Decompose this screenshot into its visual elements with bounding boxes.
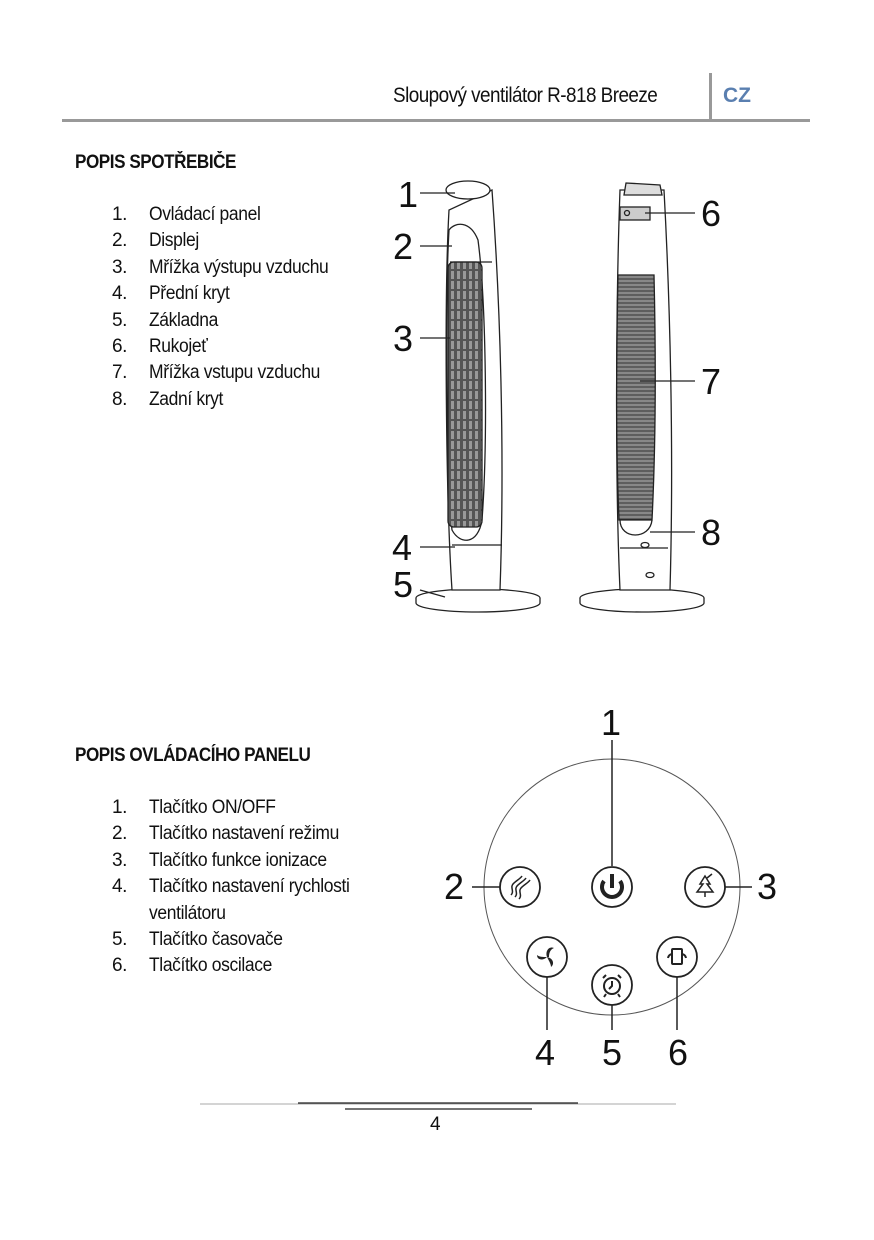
- item-number: 1.: [112, 797, 128, 818]
- oscillation-icon: [667, 948, 687, 965]
- callout-label: 2: [393, 226, 413, 267]
- item-text: Displej: [149, 230, 199, 252]
- item-text: Přední kryt: [149, 283, 230, 305]
- item-number: 4.: [112, 283, 128, 305]
- control-panel-diagram: [472, 740, 752, 1030]
- list-item: 1. Tlačítko ON/OFF: [112, 795, 367, 821]
- header-divider: [709, 73, 712, 120]
- item-text: Tlačítko nastavení rychlosti: [149, 876, 350, 898]
- item-text: Ovládací panel: [149, 204, 261, 225]
- power-button: [591, 866, 633, 908]
- item-number: 6.: [112, 335, 128, 357]
- oscillation-button: [656, 936, 698, 978]
- list-item: 3. Mřížka výstupu vzduchu: [112, 255, 344, 281]
- callout-label: 5: [602, 1032, 622, 1073]
- list-item: 2. Tlačítko nastavení režimu: [112, 821, 367, 847]
- item-text: Tlačítko nastavení režimu: [149, 823, 339, 845]
- language-code: CZ: [723, 84, 751, 107]
- callout-label: 3: [757, 866, 777, 907]
- item-text: Mřížka výstupu vzduchu: [149, 256, 329, 278]
- ionizer-tree-icon: [695, 873, 715, 897]
- appliance-heading: POPIS SPOTŘEBIČE: [75, 152, 236, 173]
- callout-label: 7: [701, 361, 721, 402]
- page-number: 4: [430, 1114, 441, 1135]
- list-item-continuation: ventilátoru: [112, 901, 367, 927]
- fan-front-view: [415, 180, 541, 613]
- item-number: 5.: [112, 928, 128, 950]
- callout-label: 4: [392, 527, 412, 568]
- callout-label: 6: [668, 1032, 688, 1073]
- list-item: 7. Mřížka vstupu vzduchu: [112, 360, 344, 386]
- footer-rules: [200, 1102, 676, 1110]
- item-number: 1.: [112, 204, 128, 225]
- appliance-parts-list: 1. Ovládací panel 2. Displej 3. Mřížka výst…: [112, 202, 344, 413]
- item-text: Tlačítko funkce ionizace: [149, 849, 327, 871]
- item-number: 2.: [112, 823, 128, 845]
- item-text: ventilátoru: [149, 902, 226, 924]
- callout-label: 5: [393, 564, 413, 605]
- list-item: 5. Základna: [112, 308, 344, 334]
- item-text: Mřížka vstupu vzduchu: [149, 362, 321, 384]
- item-text: Tlačítko časovače: [149, 928, 283, 950]
- callout-label: 6: [701, 193, 721, 234]
- item-number: 8.: [112, 388, 128, 410]
- speed-button: [526, 936, 568, 978]
- callout-label: 1: [398, 174, 418, 215]
- header-rule: [62, 119, 810, 122]
- item-text: Tlačítko ON/OFF: [149, 797, 276, 818]
- item-number: 5.: [112, 309, 128, 331]
- ionizer-button: [684, 866, 726, 908]
- panel-buttons-list: 1. Tlačítko ON/OFF 2. Tlačítko nastavení r…: [112, 795, 367, 980]
- item-number: 3.: [112, 256, 128, 278]
- panel-heading: POPIS OVLÁDACÍHO PANELU: [75, 745, 311, 766]
- wind-icon: [510, 875, 531, 900]
- fan-back-view: [579, 182, 705, 613]
- item-number: 4.: [112, 876, 128, 898]
- item-number: 2.: [112, 230, 128, 252]
- document-title: Sloupový ventilátor R-818 Breeze: [393, 84, 658, 107]
- list-item: 8. Zadní kryt: [112, 387, 344, 413]
- list-item: 2. Displej: [112, 228, 344, 254]
- callout-lines-appliance: [419, 192, 695, 598]
- callout-label: 4: [535, 1032, 555, 1073]
- list-item: 6. Tlačítko oscilace: [112, 953, 367, 979]
- item-text: Zadní kryt: [149, 388, 224, 410]
- item-text: Základna: [149, 309, 218, 331]
- list-item: 3. Tlačítko funkce ionizace: [112, 848, 367, 874]
- list-item: 1. Ovládací panel: [112, 202, 344, 228]
- list-item: 4. Tlačítko nastavení rychlosti: [112, 874, 367, 900]
- list-item: 5. Tlačítko časovače: [112, 927, 367, 953]
- callout-label: 3: [393, 318, 413, 359]
- timer-button: [591, 964, 633, 1006]
- mode-button: [499, 866, 541, 908]
- fan-icon: [537, 947, 554, 967]
- item-number: 6.: [112, 955, 128, 977]
- list-item: 4. Přední kryt: [112, 281, 344, 307]
- item-number: 3.: [112, 849, 128, 871]
- item-text: Tlačítko oscilace: [149, 955, 272, 977]
- item-text: Rukojeť: [149, 335, 208, 357]
- power-icon: [600, 874, 624, 899]
- alarm-clock-icon: [602, 974, 622, 998]
- item-number: 7.: [112, 362, 128, 384]
- callout-label: 1: [601, 702, 621, 743]
- callout-label: 8: [701, 512, 721, 553]
- list-item: 6. Rukojeť: [112, 334, 344, 360]
- callout-label: 2: [444, 866, 464, 907]
